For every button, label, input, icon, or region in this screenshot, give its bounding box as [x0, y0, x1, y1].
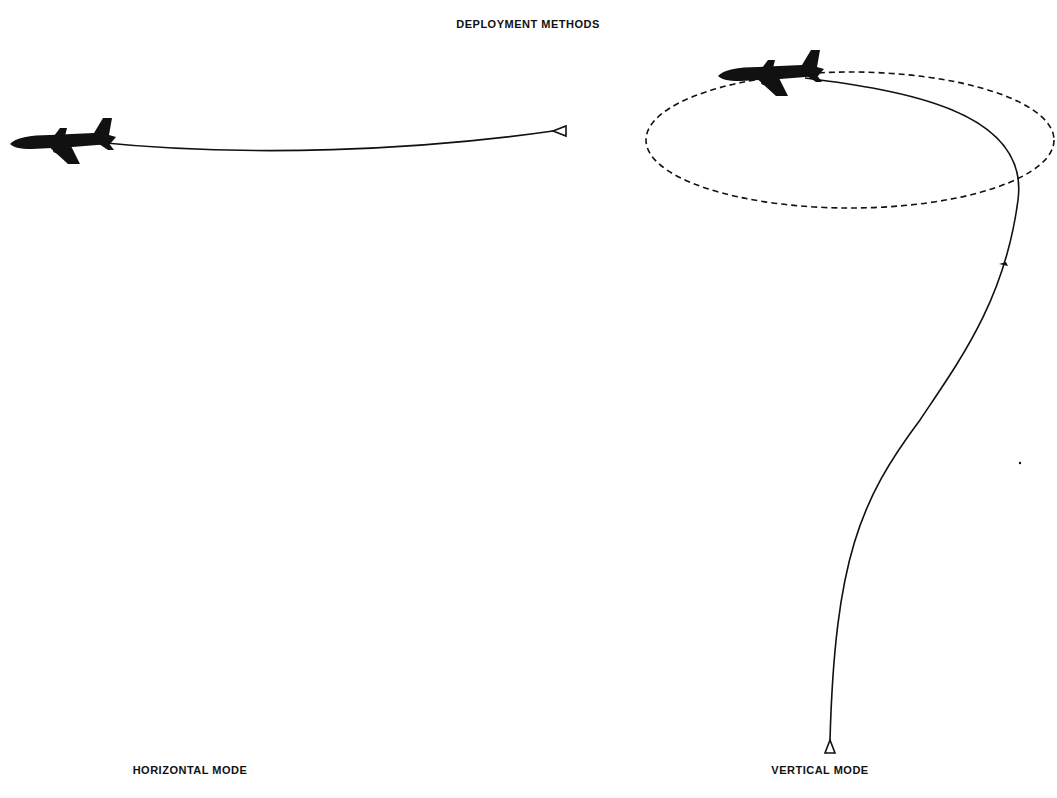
tow-cable — [805, 78, 1019, 740]
aircraft — [718, 50, 824, 96]
speck — [1019, 462, 1021, 464]
orbit-path — [646, 72, 1054, 208]
drogue — [553, 126, 566, 136]
diagram-title: DEPLOYMENT METHODS — [456, 18, 599, 30]
speck — [999, 262, 1008, 266]
drogue — [825, 740, 835, 753]
tow-cable — [95, 131, 553, 151]
mode-label: VERTICAL MODE — [771, 764, 868, 776]
mode-label: HORIZONTAL MODE — [133, 764, 248, 776]
aircraft — [10, 118, 116, 164]
